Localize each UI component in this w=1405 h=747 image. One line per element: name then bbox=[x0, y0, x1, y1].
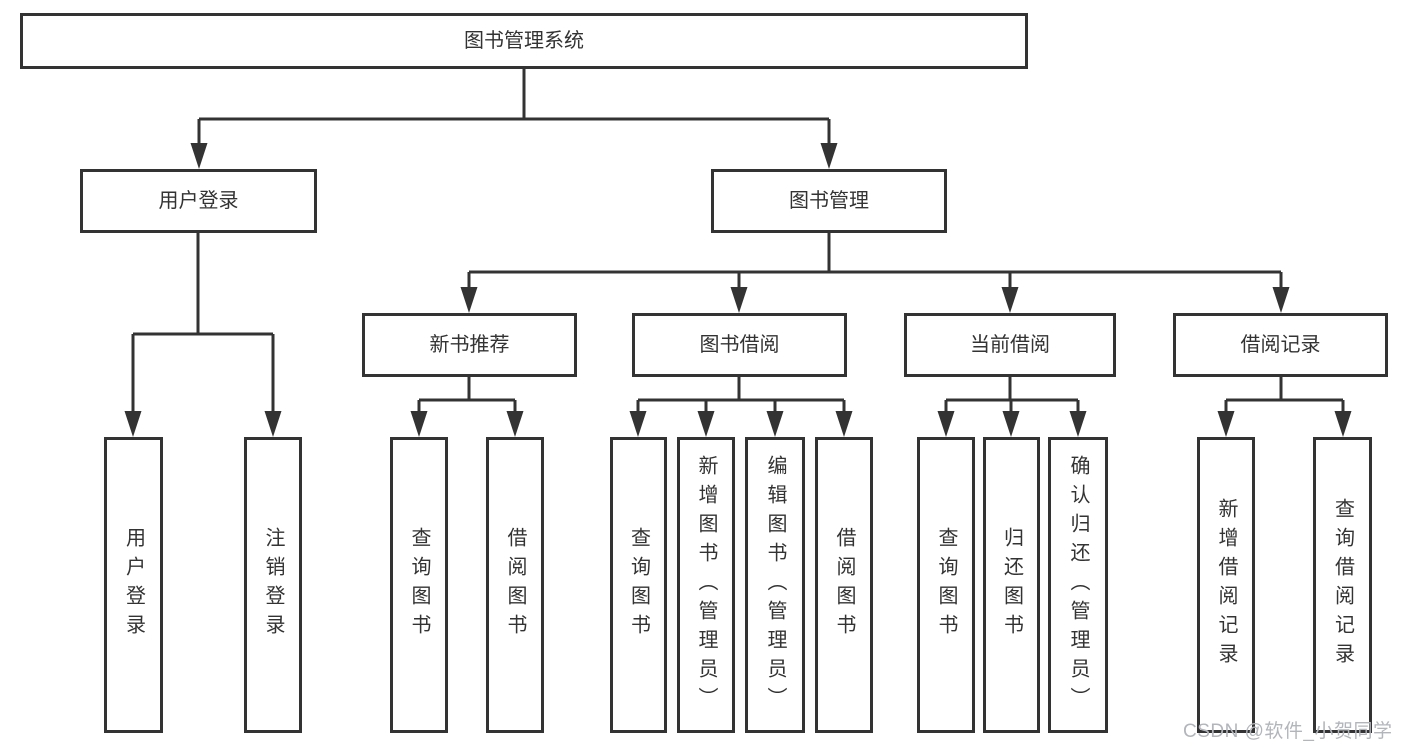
leaf-add-borrow-record: 新增借阅记录 bbox=[1197, 437, 1255, 733]
leaf-user-login: 用户登录 bbox=[104, 437, 163, 733]
leaf-add-books-admin: 新增图书（管理员） bbox=[677, 437, 735, 733]
node-library-management-system: 图书管理系统 bbox=[20, 13, 1028, 69]
csdn-watermark: CSDN @软件_小贺同学 bbox=[1183, 721, 1393, 742]
node-borrowing-records: 借阅记录 bbox=[1173, 313, 1388, 377]
node-book-management: 图书管理 bbox=[711, 169, 947, 233]
leaf-borrow-books-recommendation: 借阅图书 bbox=[486, 437, 544, 733]
leaf-return-books: 归还图书 bbox=[983, 437, 1040, 733]
leaf-query-books-recommendation: 查询图书 bbox=[390, 437, 448, 733]
leaf-query-borrow-record: 查询借阅记录 bbox=[1313, 437, 1372, 733]
leaf-edit-books-admin: 编辑图书（管理员） bbox=[745, 437, 805, 733]
leaf-confirm-return-admin: 确认归还（管理员） bbox=[1048, 437, 1108, 733]
node-user-login: 用户登录 bbox=[80, 169, 317, 233]
leaf-borrow-books: 借阅图书 bbox=[815, 437, 873, 733]
node-book-borrowing: 图书借阅 bbox=[632, 313, 847, 377]
node-new-book-recommendation: 新书推荐 bbox=[362, 313, 577, 377]
leaf-query-books-current: 查询图书 bbox=[917, 437, 975, 733]
leaf-query-books-borrowing: 查询图书 bbox=[610, 437, 667, 733]
node-current-borrowing: 当前借阅 bbox=[904, 313, 1116, 377]
leaf-logout: 注销登录 bbox=[244, 437, 302, 733]
